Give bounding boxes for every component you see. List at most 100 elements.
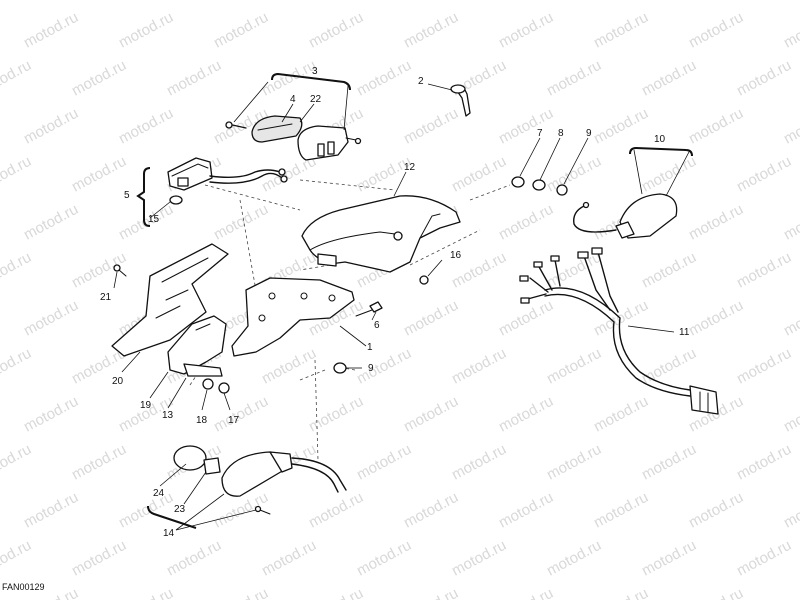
watermark-text: motod.ru xyxy=(259,537,319,580)
watermark-text: motod.ru xyxy=(69,537,129,580)
watermark-text: motod.ru xyxy=(116,201,176,244)
watermark-text: motod.ru xyxy=(734,249,794,292)
watermark-text: motod.ru xyxy=(354,345,414,388)
watermark-text: motod.ru xyxy=(639,57,699,100)
watermark-text: motod.ru xyxy=(496,585,556,600)
watermark-text: motod.ru xyxy=(591,393,651,436)
watermark-text: motod.ru xyxy=(544,153,604,196)
watermark-text: motod.ru xyxy=(686,201,746,244)
watermark-text: motod.ru xyxy=(354,441,414,484)
watermark-text: motod.ru xyxy=(781,105,800,148)
callout-15: 15 xyxy=(148,214,160,225)
watermark-text: motod.ru xyxy=(306,489,366,532)
watermark-text: motod.ru xyxy=(591,105,651,148)
watermark-text: motod.ru xyxy=(164,537,224,580)
watermark-text: motod.ru xyxy=(306,9,366,52)
watermark-text: motod.ru xyxy=(639,0,699,4)
watermark-text: motod.ru xyxy=(69,441,129,484)
watermark-text: motod.ru xyxy=(544,345,604,388)
watermark-text: motod.ru xyxy=(116,489,176,532)
callout-7: 7 xyxy=(537,128,543,139)
callout-1: 1 xyxy=(367,342,373,353)
callout-labels: 1 2 3 4 5 6 7 8 9 9 10 11 12 13 14 15 16… xyxy=(100,66,690,539)
watermark-text: motod.ru xyxy=(211,9,271,52)
watermark-text: motod.ru xyxy=(0,345,34,388)
assembly-guide-lines xyxy=(189,179,511,461)
watermark-text: motod.ru xyxy=(781,201,800,244)
watermark-text: motod.ru xyxy=(69,153,129,196)
watermark-text: motod.ru xyxy=(259,0,319,4)
callout-12: 12 xyxy=(404,162,416,173)
watermark-text: motod.ru xyxy=(781,585,800,600)
callout-23: 23 xyxy=(174,504,186,515)
callout-18: 18 xyxy=(196,415,208,426)
watermark-text: motod.ru xyxy=(69,0,129,4)
watermark-text: motod.ru xyxy=(21,297,81,340)
plate-light-part-5 xyxy=(167,157,288,205)
watermark-text: motod.ru xyxy=(401,393,461,436)
callout-14: 14 xyxy=(163,528,175,539)
callout-9-top: 9 xyxy=(586,128,592,139)
watermark-text: motod.ru xyxy=(211,585,271,600)
watermark-text: motod.ru xyxy=(0,537,34,580)
plate-holder-part-20 xyxy=(111,243,229,357)
wiring-harness-part-11 xyxy=(519,247,719,415)
watermark-text: motod.ru xyxy=(639,441,699,484)
watermark-text: motod.ru xyxy=(449,441,509,484)
watermark-text: motod.ru xyxy=(449,0,509,4)
watermark-text: motod.ru xyxy=(734,441,794,484)
callout-17: 17 xyxy=(228,415,240,426)
watermark-text: motod.ru xyxy=(116,585,176,600)
watermark-text: motod.ru xyxy=(591,585,651,600)
watermark-text: motod.ru xyxy=(164,57,224,100)
watermark-text: motod.ru xyxy=(734,153,794,196)
watermark-text: motod.ru xyxy=(591,489,651,532)
callout-13: 13 xyxy=(162,410,174,421)
callout-3: 3 xyxy=(312,66,318,77)
watermark-text: motod.ru xyxy=(544,0,604,4)
watermark-text: motod.ru xyxy=(686,9,746,52)
watermark-text: motod.ru xyxy=(21,105,81,148)
watermark-text: motod.ru xyxy=(21,489,81,532)
watermark-text: motod.ru xyxy=(781,393,800,436)
turn-signal-part-14 xyxy=(173,445,347,515)
watermark-text: motod.ru xyxy=(639,537,699,580)
watermark-text: motod.ru xyxy=(544,249,604,292)
watermark-text: motod.ru xyxy=(164,0,224,4)
callout-10: 10 xyxy=(654,134,666,145)
watermark-text: motod.ru xyxy=(354,57,414,100)
watermark-text: motod.ru xyxy=(354,537,414,580)
watermark-text: motod.ru xyxy=(0,249,34,292)
watermark-text: motod.ru xyxy=(734,345,794,388)
callout-19: 19 xyxy=(140,400,152,411)
watermark-text: motod.ru xyxy=(496,201,556,244)
watermark-text: motod.ru xyxy=(686,105,746,148)
callout-20: 20 xyxy=(112,376,124,387)
callout-24: 24 xyxy=(153,488,165,499)
rear-fender-part-12 xyxy=(301,195,461,285)
leader-lines xyxy=(113,81,691,531)
watermark-text: motod.ru xyxy=(0,441,34,484)
watermark-text: motod.ru xyxy=(116,9,176,52)
watermark-text: motod.ru xyxy=(496,489,556,532)
watermark-text: motod.ru xyxy=(401,489,461,532)
watermark-text: motod.ru xyxy=(401,297,461,340)
watermark-text: motod.ru xyxy=(496,105,556,148)
turn-signal-part-10 xyxy=(573,193,678,239)
watermark-text: motod.ru xyxy=(306,393,366,436)
watermark-text: motod.ru xyxy=(354,0,414,4)
watermark-text: motod.ru xyxy=(734,57,794,100)
callout-4: 4 xyxy=(290,94,296,105)
callout-21: 21 xyxy=(100,292,112,303)
callout-5: 5 xyxy=(124,190,130,201)
watermark-text: motod.ru xyxy=(259,345,319,388)
watermark-text: motod.ru xyxy=(21,393,81,436)
watermark-text: motod.ru xyxy=(0,0,34,4)
watermark-text: motod.ru xyxy=(69,57,129,100)
watermark-text: motod.ru xyxy=(401,585,461,600)
watermark-text: motod.ru xyxy=(686,585,746,600)
watermark-text: motod.ru xyxy=(306,585,366,600)
watermark-text: motod.ru xyxy=(116,105,176,148)
